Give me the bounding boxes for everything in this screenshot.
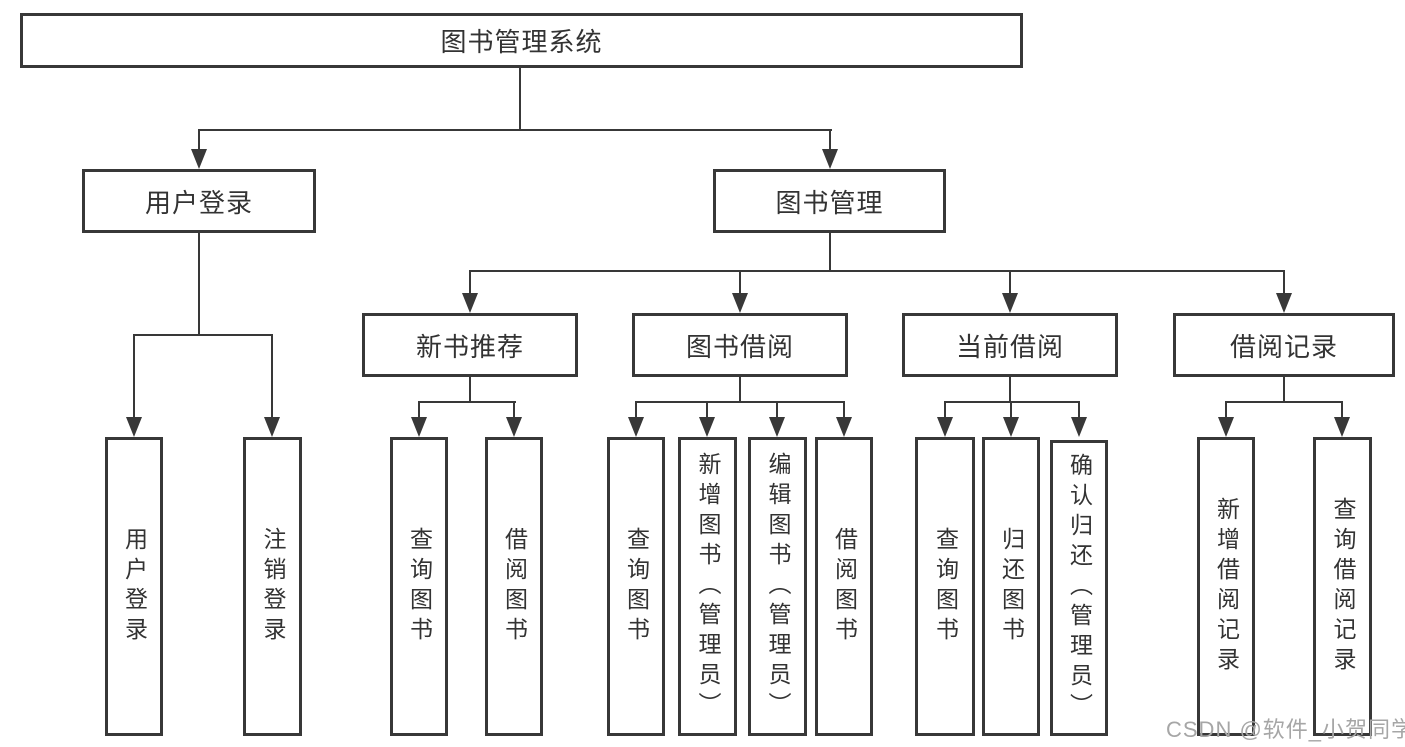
leaf-recommend-query-books: 查询图书 <box>390 437 448 736</box>
leaf-records-query: 查询借阅记录 <box>1313 437 1372 736</box>
arrow-down-icon <box>822 149 838 169</box>
node-new-book-recommend: 新书推荐 <box>362 313 578 377</box>
connector-drop-leaf <box>635 401 637 419</box>
arrow-down-icon <box>462 293 478 313</box>
connector-recommend-branch <box>418 401 516 403</box>
arrow-down-icon <box>1071 417 1087 437</box>
connector-records-branch <box>1225 401 1343 403</box>
arrow-down-icon <box>1002 293 1018 313</box>
leaf-current-query-books: 查询图书 <box>915 437 975 736</box>
leaf-borrow-query-books: 查询图书 <box>607 437 665 736</box>
arrow-down-icon <box>699 417 715 437</box>
connector-drop-leaf <box>944 401 946 419</box>
arrow-down-icon <box>1276 293 1292 313</box>
connector-drop-records <box>1283 270 1285 295</box>
connector-drop-book-management <box>829 129 831 153</box>
connector-drop-leaf <box>706 401 708 419</box>
leaf-borrow-edit-books-admin: 编辑图书（管理员） <box>748 437 807 736</box>
connector-user-login-branch <box>133 334 273 336</box>
leaf-user-login: 用户登录 <box>105 437 163 736</box>
connector-drop-leaf <box>1225 401 1227 419</box>
arrow-down-icon <box>191 149 207 169</box>
connector-drop-leaf <box>513 401 515 419</box>
connector-drop-leaf <box>133 334 135 419</box>
connector-recommend-stem <box>469 376 471 403</box>
node-user-login: 用户登录 <box>82 169 316 233</box>
arrow-down-icon <box>1003 417 1019 437</box>
connector-current-branch <box>944 401 1080 403</box>
connector-book-management-stem <box>829 232 831 272</box>
arrow-down-icon <box>411 417 427 437</box>
arrow-down-icon <box>732 293 748 313</box>
connector-drop-current <box>1009 270 1011 295</box>
arrow-down-icon <box>506 417 522 437</box>
leaf-borrow-add-books-admin: 新增图书（管理员） <box>678 437 737 736</box>
leaf-current-return-books: 归还图书 <box>982 437 1040 736</box>
connector-drop-leaf <box>418 401 420 419</box>
connector-borrow-stem <box>739 376 741 403</box>
connector-records-stem <box>1283 376 1285 403</box>
connector-drop-leaf <box>776 401 778 419</box>
leaf-records-add: 新增借阅记录 <box>1197 437 1255 736</box>
csdn-watermark: CSDN @软件_小贺同学 <box>1166 717 1405 742</box>
arrow-down-icon <box>264 417 280 437</box>
node-book-borrow: 图书借阅 <box>632 313 848 377</box>
connector-root-branch <box>198 129 832 131</box>
leaf-logout: 注销登录 <box>243 437 302 736</box>
arrow-down-icon <box>836 417 852 437</box>
arrow-down-icon <box>1218 417 1234 437</box>
connector-drop-borrow <box>739 270 741 295</box>
connector-drop-leaf <box>271 334 273 419</box>
connector-drop-leaf <box>1010 401 1012 419</box>
connector-user-login-stem <box>198 232 200 336</box>
arrow-down-icon <box>769 417 785 437</box>
node-current-borrow: 当前借阅 <box>902 313 1118 377</box>
connector-current-stem <box>1009 376 1011 403</box>
leaf-recommend-borrow-books: 借阅图书 <box>485 437 543 736</box>
arrow-down-icon <box>937 417 953 437</box>
arrow-down-icon <box>126 417 142 437</box>
leaf-borrow-borrow-books: 借阅图书 <box>815 437 873 736</box>
node-library-management-system: 图书管理系统 <box>20 13 1023 68</box>
connector-drop-leaf <box>843 401 845 419</box>
node-book-management: 图书管理 <box>713 169 946 233</box>
arrow-down-icon <box>628 417 644 437</box>
connector-book-management-branch <box>469 270 1285 272</box>
connector-drop-recommend <box>469 270 471 295</box>
connector-drop-leaf <box>1341 401 1343 419</box>
arrow-down-icon <box>1334 417 1350 437</box>
node-borrow-records: 借阅记录 <box>1173 313 1395 377</box>
leaf-current-confirm-return-admin: 确认归还（管理员） <box>1050 440 1108 736</box>
connector-drop-leaf <box>1078 401 1080 419</box>
connector-borrow-branch <box>635 401 845 403</box>
connector-drop-user-login <box>198 129 200 153</box>
connector-root-stem <box>519 68 521 130</box>
